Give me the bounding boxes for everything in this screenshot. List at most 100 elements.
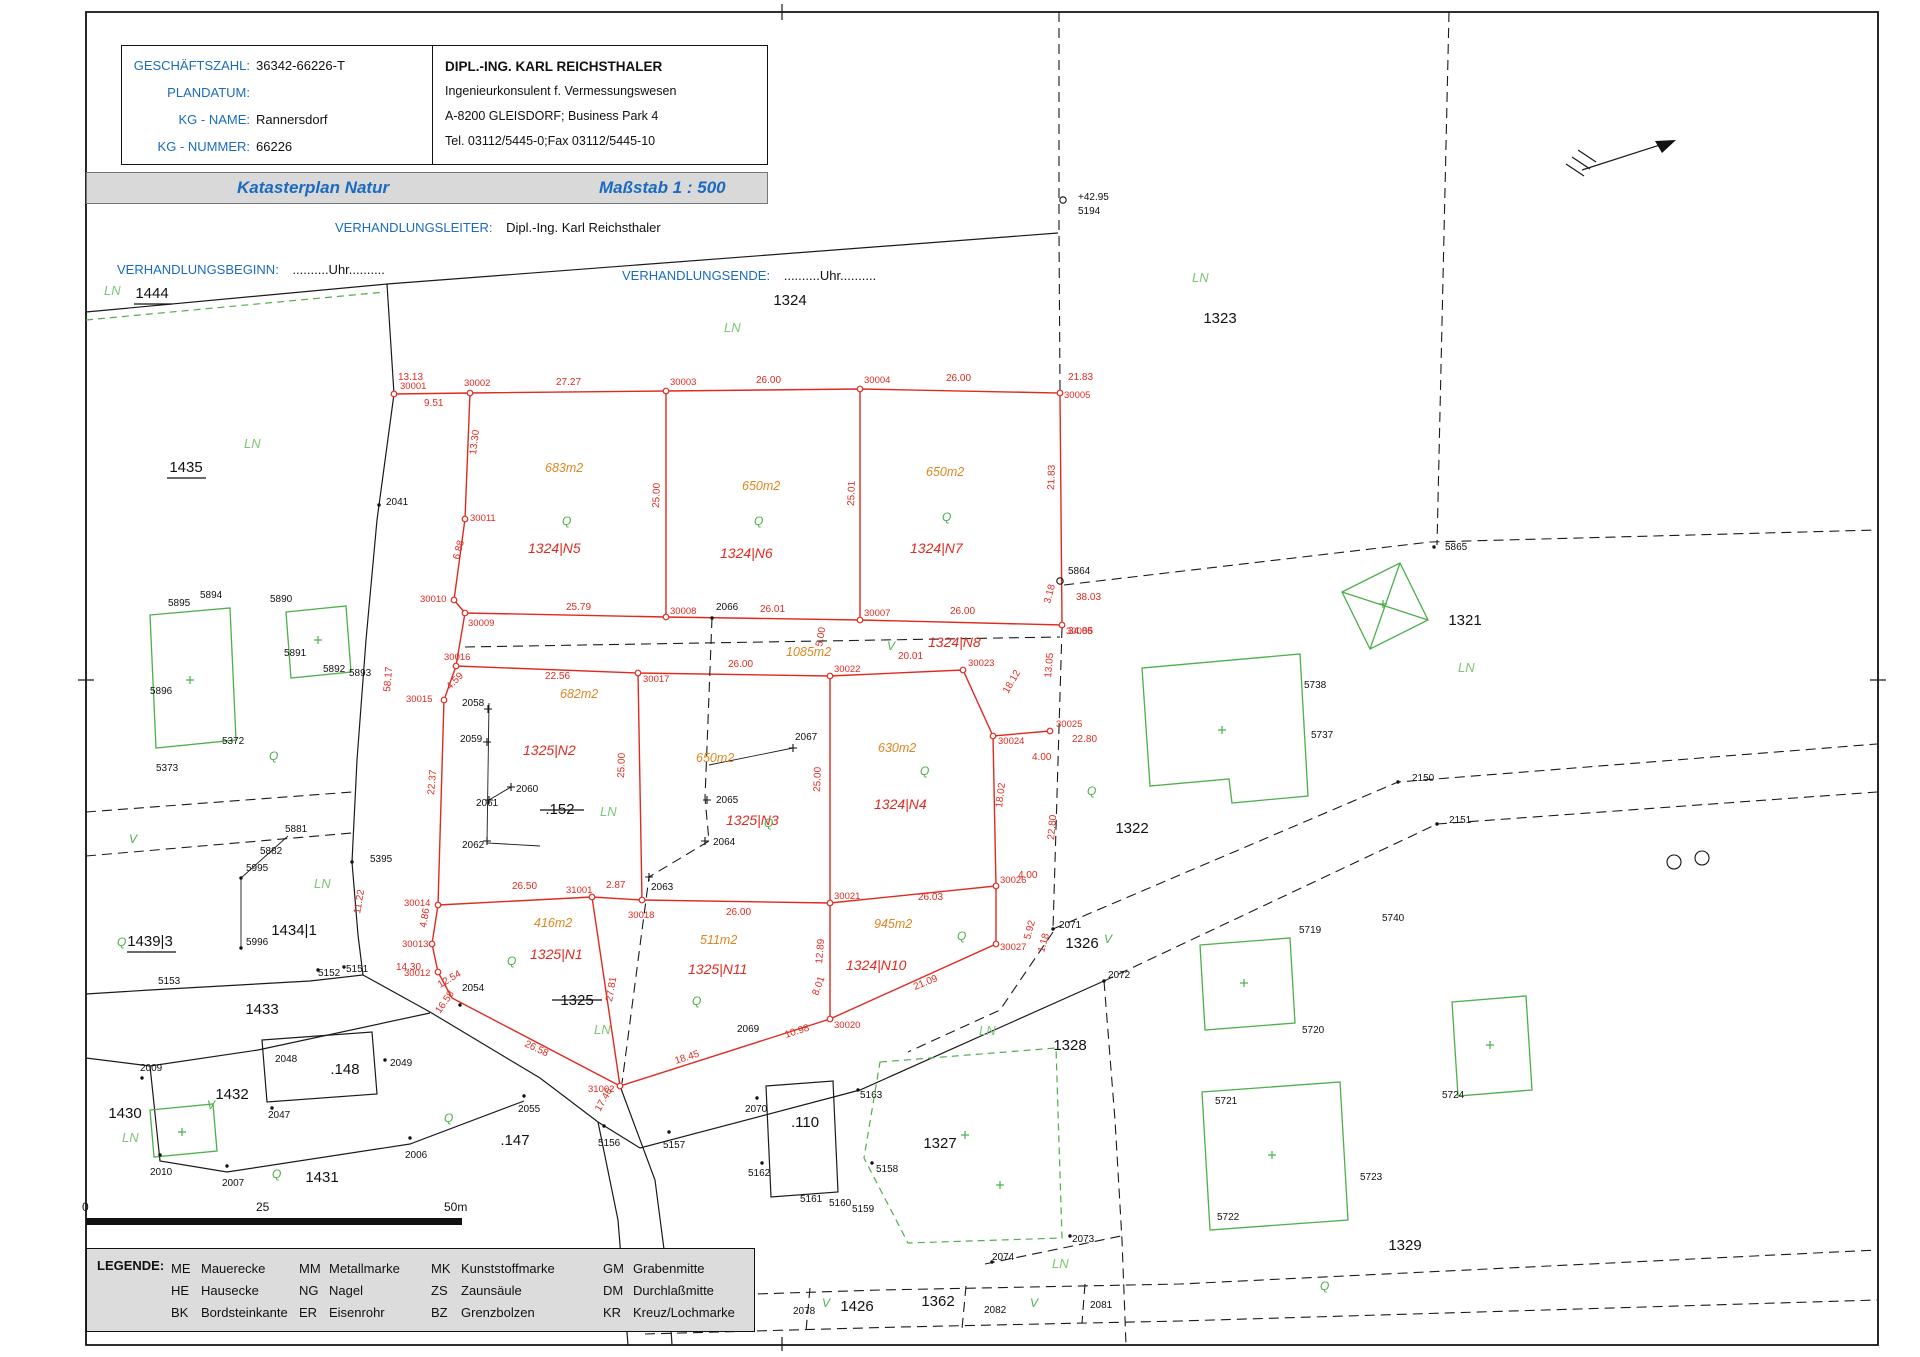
new-boundary-point: [826, 899, 834, 907]
point-number-label: 2067: [795, 732, 818, 743]
point-number-label: 2064: [713, 837, 736, 848]
field-kg-nummer: KG - NUMMER: 66226: [122, 133, 432, 160]
plan-scale: Maßstab 1 : 500: [599, 178, 726, 197]
surveyor-profession: Ingenieurkonsulent f. Vermessungswesen: [445, 84, 677, 98]
new-point-number-label: 30005: [1064, 390, 1090, 401]
landuse-label: Q: [764, 816, 773, 830]
parcel-boundary-line: [362, 974, 641, 1149]
new-boundary-point: [638, 896, 646, 904]
new-boundary-point: [959, 666, 967, 674]
building-mark-cross: [314, 636, 322, 644]
parcel-number-label: 1323: [1203, 310, 1236, 327]
new-point-number-label: 30011: [470, 513, 496, 524]
verhandlungsende-label: VERHANDLUNGSENDE:: [622, 268, 771, 283]
new-boundary-point: [390, 390, 398, 398]
north-arrow-head: [1655, 140, 1676, 153]
measurement-label: 25.00: [651, 482, 663, 508]
point-number-label: 5721: [1215, 1096, 1238, 1107]
point-number-label: 5151: [346, 964, 369, 975]
field-value: Rannersdorf: [256, 112, 328, 127]
measurement-label: 9.51: [424, 398, 444, 409]
new-boundary-point: [616, 1082, 624, 1090]
point-number-label: 5152: [318, 968, 341, 979]
point-number-label: 5161: [800, 1194, 823, 1205]
survey-point: [602, 1124, 606, 1128]
new-point-number-label: 30012: [404, 968, 430, 979]
field-plandatum: PLANDATUM:: [122, 79, 432, 106]
measurement-label: 11.22: [352, 888, 367, 914]
point-number-label: 2078: [793, 1306, 816, 1317]
new-point-number-label: 30022: [834, 664, 860, 675]
new-point-number-label: 30027: [1000, 942, 1026, 953]
area-label: 630m2: [878, 741, 916, 755]
parcel-boundary-line: [85, 1012, 431, 1067]
plan-title: Katasterplan Natur: [237, 178, 390, 197]
new-boundary-point: [1058, 621, 1066, 629]
surveyor-block: DIPL.-ING. KARL REICHSTHALER Ingenieurko…: [433, 46, 767, 164]
point-number-label: 2055: [518, 1104, 541, 1115]
new-point-number-label: 30001: [400, 381, 426, 392]
point-number-label: 5723: [1360, 1172, 1383, 1183]
point-number-label: 5156: [598, 1138, 621, 1149]
new-point-number-label: 30010: [420, 594, 446, 605]
well-symbol: [1666, 854, 1682, 870]
landuse-label: Q: [269, 749, 278, 763]
building-mark-cross: [1268, 1151, 1276, 1159]
survey-point: [522, 1094, 526, 1098]
new-boundary-point: [461, 609, 469, 617]
dashed-boundary-line: [1052, 743, 1878, 930]
survey-point: [225, 1164, 229, 1168]
verhandlungsleiter-row: VERHANDLUNGSLEITER: Dipl.-Ing. Karl Reic…: [335, 220, 661, 235]
point-number-label: 2071: [1059, 920, 1082, 931]
measurement-label: 5.00: [814, 626, 828, 648]
measurement-label: 58.17: [382, 666, 395, 692]
measurement-label: 21.83: [1046, 464, 1058, 490]
point-number-label: 5882: [260, 846, 283, 857]
new-boundary-point: [452, 662, 460, 670]
new-point-number-label: 30013: [402, 939, 428, 950]
point-number-label: 2054: [462, 983, 485, 994]
landuse-label: Q: [1320, 1279, 1329, 1293]
parcel-number-label: 1432: [215, 1086, 248, 1103]
new-parcel-boundary-line: [665, 389, 861, 620]
parcel-number-label: 1435: [169, 459, 202, 476]
dashed-boundary-line: [1436, 11, 1450, 546]
measurement-label: 4.59: [444, 670, 466, 692]
landuse-label: LN: [1192, 270, 1209, 285]
survey-point: [856, 1088, 860, 1092]
point-number-label: 5160: [829, 1198, 852, 1209]
landuse-label: Q: [692, 994, 701, 1008]
point-number-label: 5896: [150, 686, 173, 697]
field-label: GESCHÄFTSZAHL:: [133, 58, 250, 73]
parcel-boundary-line: [149, 1065, 525, 1173]
measurement-label: 22.80: [1072, 734, 1097, 745]
point-number-label: 2060: [516, 784, 539, 795]
point-number-label: 2065: [716, 795, 739, 806]
point-number-label: 5162: [748, 1168, 771, 1179]
title-block: GESCHÄFTSZAHL: 36342-66226-T PLANDATUM: …: [121, 45, 768, 165]
new-boundary-point: [826, 1015, 834, 1023]
point-number-label: 5373: [156, 763, 179, 774]
new-boundary-point: [856, 616, 864, 624]
building-outline: [149, 605, 352, 749]
new-point-number-label: 30017: [643, 674, 669, 685]
measurement-label: 27.27: [556, 377, 581, 388]
building-outline: [149, 1103, 218, 1158]
new-parcel-boundary-line: [437, 665, 457, 906]
point-number-label: 2066: [716, 602, 739, 613]
measurement-label: 34.85: [1068, 626, 1093, 637]
verhandlungsbeginn-value: ..........Uhr..........: [292, 262, 385, 277]
point-number-label: 2048: [275, 1054, 298, 1065]
new-point-number-label: 30023: [968, 658, 994, 669]
new-point-number-label: 30025: [1056, 719, 1082, 730]
fence-point-cross: [483, 738, 491, 746]
parcel-number-label: 1430: [108, 1105, 141, 1122]
survey-point: [755, 1096, 759, 1100]
new-parcel-label: 1324|N5: [528, 540, 581, 556]
